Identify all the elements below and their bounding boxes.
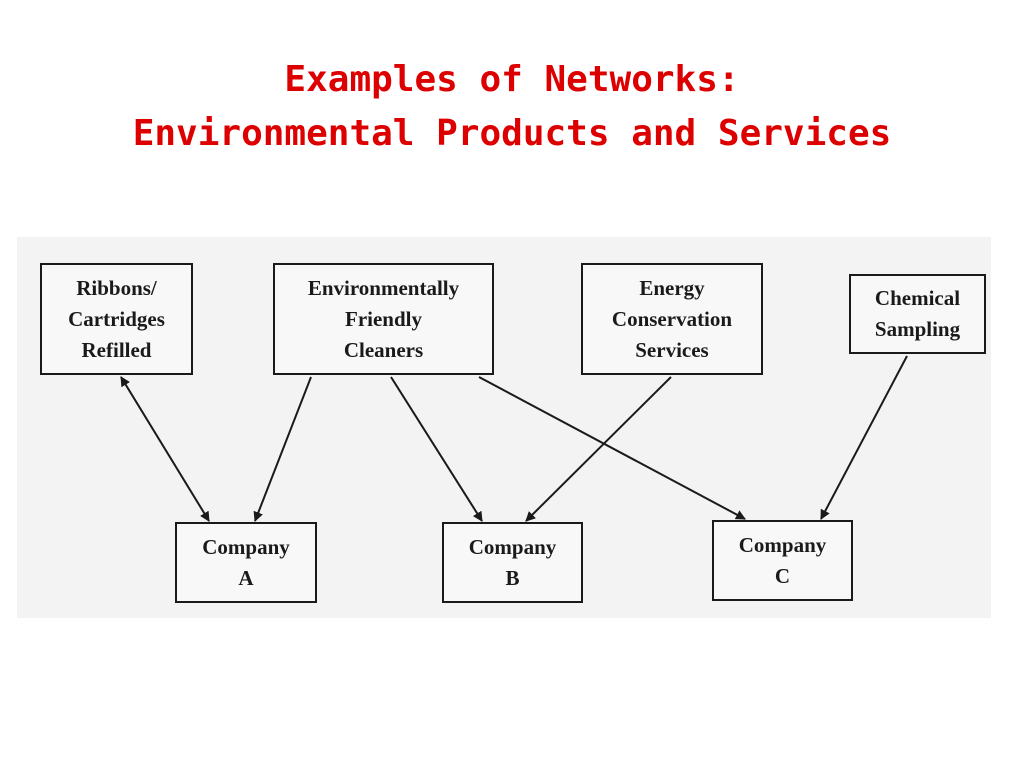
arrow-energy-to-company_b (525, 376, 672, 522)
node-company-a: Company A (175, 522, 317, 603)
arrow-cleaners-to-company_c (478, 376, 746, 520)
node-label-line: Company (202, 534, 290, 559)
node-label-line: Conservation (611, 306, 733, 331)
node-label-line: Refilled (81, 337, 152, 362)
arrow-cleaners-to-company_b (390, 376, 483, 522)
slide-title-line-1: Examples of Networks: (284, 59, 740, 100)
node-ribbons-cartridges-refilled: Ribbons/ Cartridges Refilled (40, 263, 193, 375)
node-label-line: Energy (639, 275, 705, 300)
node-label-line: B (505, 565, 520, 590)
arrow-ribbons-to-company_a (120, 376, 210, 522)
node-label-line: Services (635, 337, 709, 362)
node-label-line: Cartridges (68, 306, 165, 331)
node-chemical-sampling: Chemical Sampling (849, 274, 986, 354)
slide-title-line-2: Environmental Products and Services (132, 113, 892, 154)
arrow-cleaners-to-company_a (253, 376, 312, 522)
node-label-line: Ribbons/ (76, 275, 157, 300)
node-label-line: Chemical (874, 286, 961, 310)
node-label-line: Company (468, 534, 557, 559)
node-label-line: Sampling (874, 317, 961, 341)
node-environmentally-friendly-cleaners: Environmentally Friendly Cleaners (273, 263, 494, 375)
arrow-chemical-to-company_c (820, 355, 908, 520)
node-energy-conservation-services: Energy Conservation Services (581, 263, 763, 375)
node-label-line: Company (738, 532, 827, 557)
node-label-line: C (774, 563, 791, 588)
node-label-line: Cleaners (343, 337, 424, 362)
node-company-c: Company C (712, 520, 853, 601)
node-label-line: A (238, 565, 254, 590)
node-label-line: Environmentally (307, 275, 460, 300)
node-company-b: Company B (442, 522, 583, 603)
node-label-line: Friendly (345, 306, 422, 331)
